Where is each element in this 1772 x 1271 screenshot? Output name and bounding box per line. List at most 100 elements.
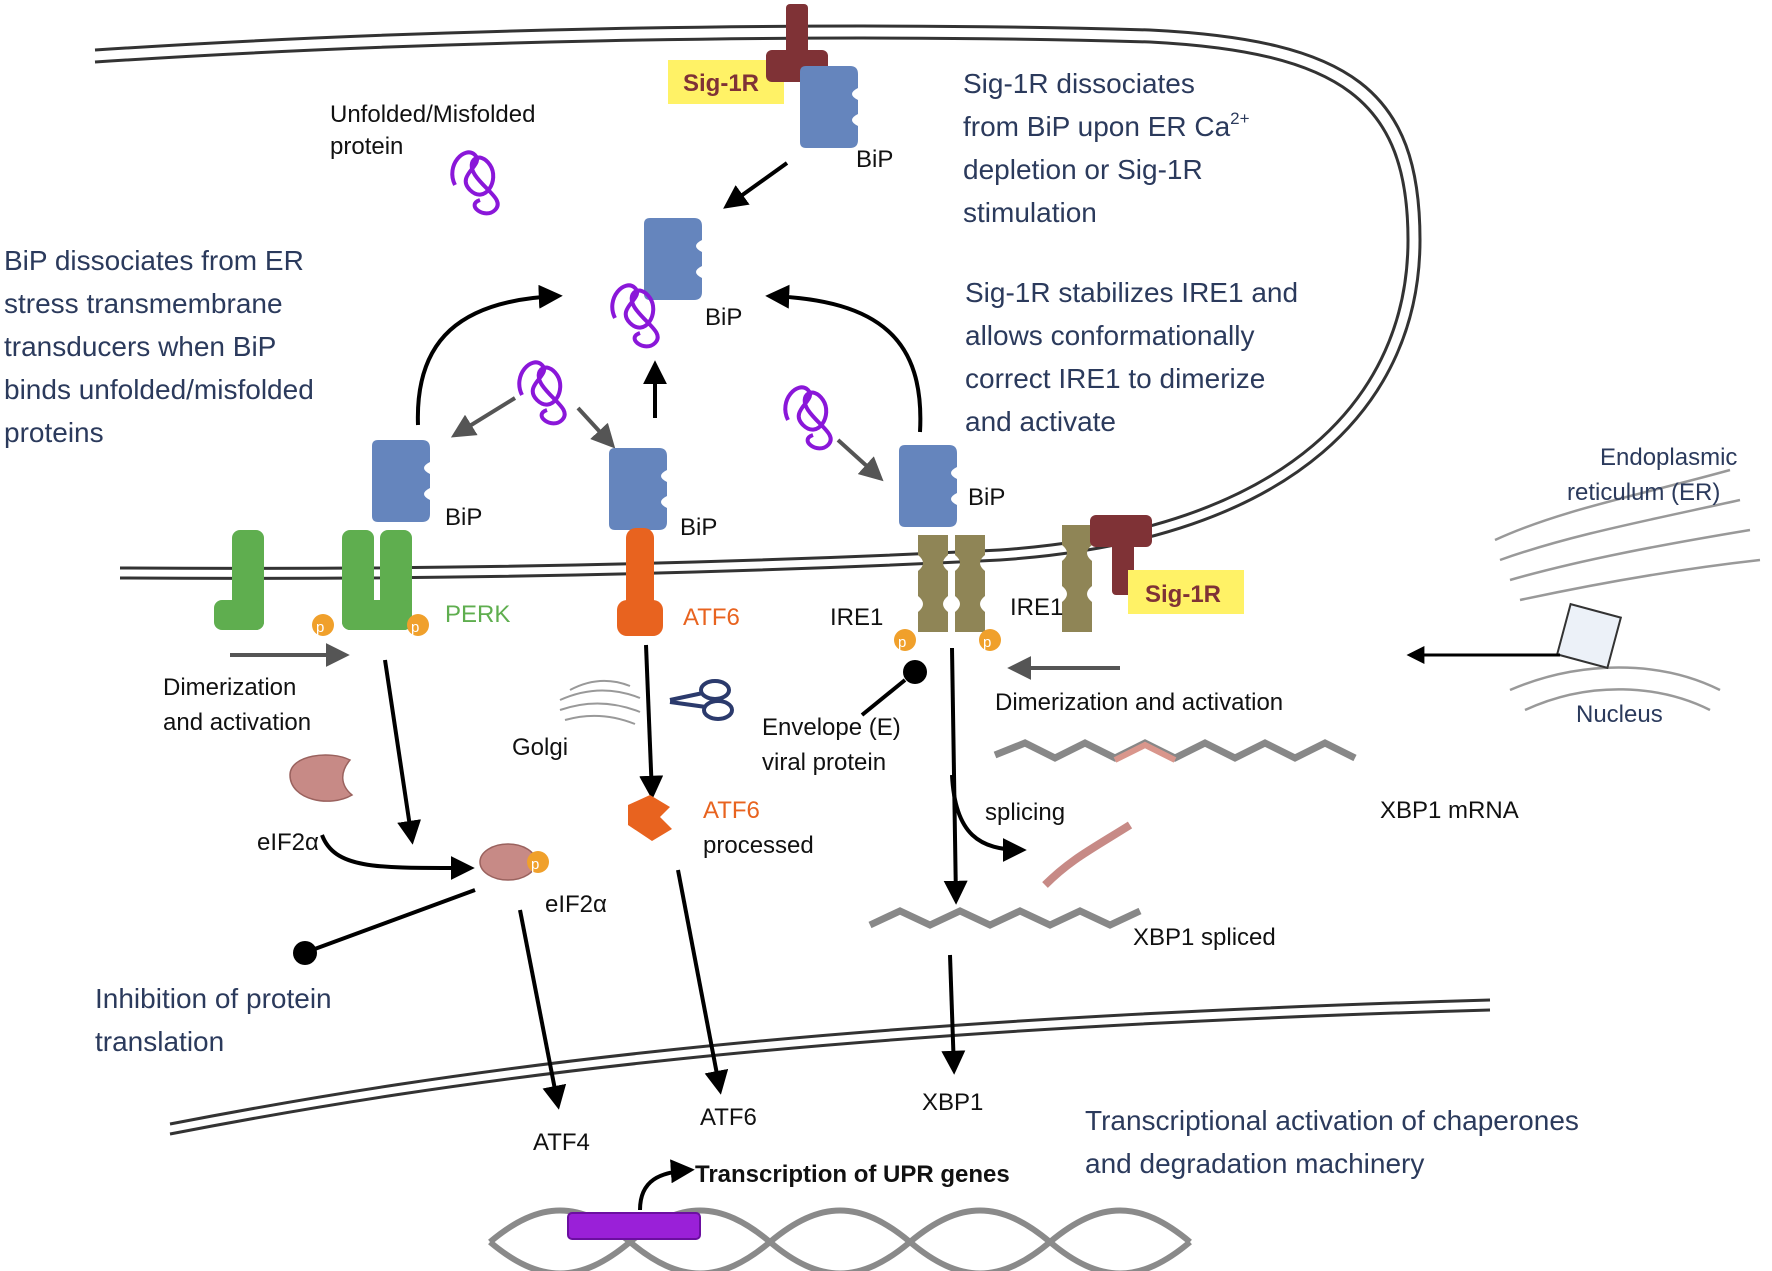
nucleus-box	[1555, 602, 1623, 670]
arrow-to-xbp1-nuclear	[941, 954, 966, 1075]
note-sig1r-diss-3: depletion or Sig-1R	[963, 154, 1203, 185]
note-sig1r-diss-4: stimulation	[963, 197, 1097, 228]
note-sig1r-diss-2: from BiP upon ER Ca2+	[963, 109, 1250, 142]
sig1r-top-highlight	[668, 60, 784, 104]
sig1r-top-label: Sig-1R	[683, 70, 759, 97]
er-membrane	[94, 24, 1422, 580]
atf6-nuclear-label: ATF6	[700, 1104, 757, 1131]
perk-label: PERK	[445, 601, 510, 628]
arrow-to-atf4	[518, 909, 567, 1110]
bip-ire1	[899, 445, 957, 527]
bip-perk-label: BiP	[445, 504, 482, 531]
perk-receptor-dimer	[342, 530, 412, 630]
atf4-label: ATF4	[533, 1129, 590, 1156]
arrow-to-atf6-nuclear	[676, 869, 729, 1095]
bip-center	[644, 218, 702, 300]
note-sig1r-stab-3: correct IRE1 to dimerize	[965, 363, 1265, 394]
ire1-dimer	[918, 535, 985, 632]
phospho-eif2a-label: p	[531, 856, 539, 873]
arrow-splicing	[950, 774, 1027, 862]
atf6-processed-label-1: ATF6	[703, 797, 760, 824]
note-bip-diss-4: binds unfolded/misfolded	[4, 374, 314, 405]
splicing-label: splicing	[985, 799, 1065, 826]
arrow-misfold-to-perk	[450, 396, 517, 438]
note-bip-diss-3: transducers when BiP	[4, 331, 276, 362]
atf6-membrane-label: ATF6	[683, 604, 740, 631]
perk-receptor-monomer	[214, 530, 264, 630]
inhibition-line	[311, 888, 476, 952]
spliced-intron-fragment	[1042, 821, 1133, 888]
envelope-inhibition-end	[903, 660, 927, 684]
unfolded-label-1: Unfolded/Misfolded	[330, 101, 535, 128]
note-inhibition-1: Inhibition of protein	[95, 983, 332, 1014]
dimerization-right-label: Dimerization and activation	[995, 689, 1283, 716]
xbp1-spliced-label: XBP1 spliced	[1133, 924, 1276, 951]
note-transcriptional-2: and degradation machinery	[1085, 1148, 1424, 1179]
misfolded-right-icon	[783, 385, 833, 451]
note-sig1r-stab-1: Sig-1R stabilizes IRE1 and	[965, 277, 1298, 308]
xbp1-mrna-label: XBP1 mRNA	[1380, 797, 1519, 824]
transcription-factor-bar	[567, 1212, 701, 1240]
golgi-icon	[559, 679, 641, 725]
dimerization-left-1: Dimerization	[163, 674, 296, 701]
bip-atf6	[609, 448, 667, 530]
sig1r-right-highlight	[1128, 570, 1244, 614]
phospho-ire1-2-label: p	[983, 634, 991, 651]
phospho-perk-1	[312, 614, 334, 636]
er-label-2: reticulum (ER)	[1567, 479, 1720, 506]
phospho-eif2a	[527, 851, 549, 873]
envelope-label-2: viral protein	[762, 749, 886, 776]
xbp1-spliced-strand	[868, 907, 1142, 929]
note-bip-diss-5: proteins	[4, 417, 104, 448]
bip-center-label: BiP	[705, 304, 742, 331]
ire1-monomer	[1062, 525, 1092, 632]
misfolded-protein-icon	[450, 150, 500, 216]
note-sig1r-diss-1: Sig-1R dissociates	[963, 68, 1195, 99]
note-inhibition-2: translation	[95, 1026, 224, 1057]
nucleus-label: Nucleus	[1576, 701, 1663, 728]
er-nucleus-inset	[1494, 468, 1761, 712]
arrow-eif2a-phospho	[320, 834, 475, 881]
eif2a-left	[289, 754, 354, 802]
note-transcriptional-1: Transcriptional activation of chaperones	[1085, 1105, 1579, 1136]
transcription-arrow	[638, 1159, 695, 1211]
golgi-label: Golgi	[512, 734, 568, 761]
inhibition-end	[293, 941, 317, 965]
phospho-ire1-1	[894, 629, 916, 651]
bip-atf6-label: BiP	[680, 514, 717, 541]
transcription-label: Transcription of UPR genes	[695, 1161, 1010, 1188]
arrow-ire1-to-center	[765, 284, 923, 433]
note-bip-diss-1: BiP dissociates from ER	[4, 245, 304, 276]
bip-top	[800, 66, 858, 148]
xbp1-label: XBP1	[922, 1089, 983, 1116]
arrow-ire1-to-xbp1	[943, 647, 968, 905]
arrow-misfold-to-atf6	[576, 406, 616, 449]
sig1r-right-label: Sig-1R	[1145, 581, 1221, 608]
phospho-ire1-1-label: p	[898, 634, 906, 651]
arrow-bip-down	[723, 161, 789, 209]
note-sig1r-stab-4: and activate	[965, 406, 1116, 437]
note-sig1r-stab-2: allows conformationally	[965, 320, 1254, 351]
envelope-label-1: Envelope (E)	[762, 714, 901, 741]
phospho-ire1-2	[979, 629, 1001, 651]
phospho-perk-2-label: p	[411, 619, 419, 636]
er-label-1: Endoplasmic	[1600, 444, 1737, 471]
ire1-right-label: IRE1	[1010, 594, 1063, 621]
xbp1-intron	[1113, 741, 1177, 763]
phospho-perk-1-label: p	[316, 619, 324, 636]
scissors-icon	[669, 679, 734, 721]
arrow-perk-to-eif2a	[383, 659, 422, 845]
atf6-processed-shape	[628, 795, 672, 841]
unfolded-label-2: protein	[330, 133, 403, 160]
phospho-perk-2	[407, 614, 429, 636]
note-bip-diss-2: stress transmembrane	[4, 288, 283, 319]
bip-top-label: BiP	[856, 146, 893, 173]
dimerization-left-2: and activation	[163, 709, 311, 736]
atf6-processed-label-2: processed	[703, 832, 814, 859]
bip-perk	[372, 440, 430, 522]
eif2a-left-label: eIF2α	[257, 829, 319, 856]
eif2a-right-label: eIF2α	[545, 891, 607, 918]
nuclear-membrane	[169, 998, 1491, 1136]
xbp1-mrna-strand	[993, 739, 1357, 762]
